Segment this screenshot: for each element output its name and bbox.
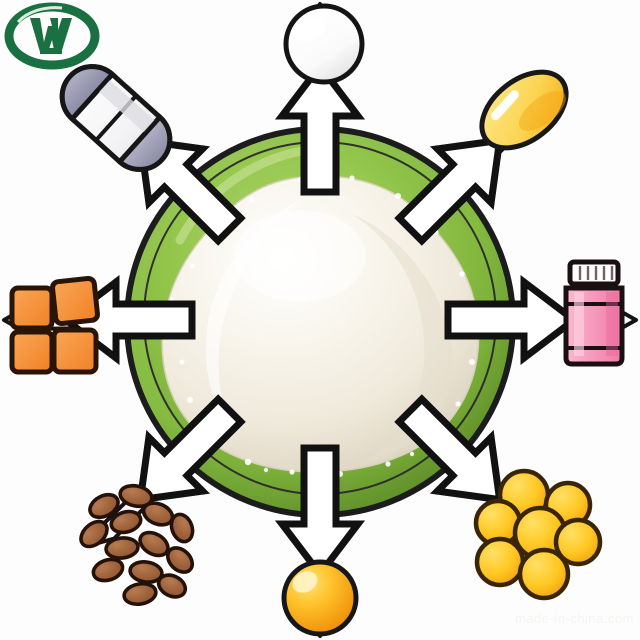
arrow-right	[444, 274, 580, 366]
brown-seeds-icon	[79, 483, 195, 607]
yellow-pill-cluster-icon	[473, 468, 603, 601]
company-logo	[4, 2, 100, 70]
white-tablet-icon	[283, 3, 366, 88]
corner-watermark: made-in-china.com	[514, 611, 634, 626]
arrow-up	[274, 60, 366, 196]
arrow-up-left	[136, 136, 246, 246]
orange-cubes-icon	[9, 276, 100, 375]
orange-sphere-icon	[281, 559, 361, 640]
arrow-down-left	[136, 394, 246, 504]
gray-capsule-icon	[59, 64, 173, 172]
arrow-down-right	[394, 394, 504, 504]
arrow-up-right	[394, 136, 504, 246]
arrow-down	[274, 444, 366, 580]
yellow-softgel-icon	[479, 69, 569, 151]
pink-medicine-bottle-icon	[563, 259, 625, 367]
